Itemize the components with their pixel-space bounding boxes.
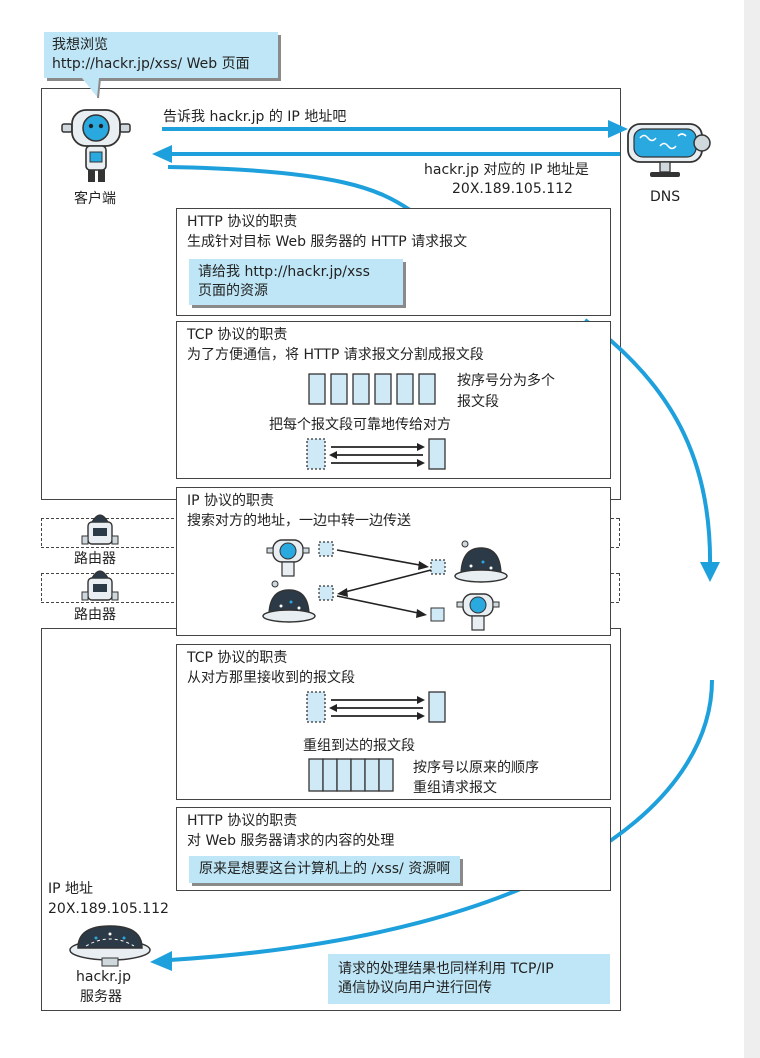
response-note-line1: 请求的处理结果也同样利用 TCP/IP	[338, 961, 554, 977]
ip-server-robot-icon	[456, 593, 500, 631]
dns-reply-line1: hackr.jp 对应的 IP 地址是	[424, 162, 589, 178]
client-label: 客户端	[74, 191, 116, 207]
tcp-send-box: TCP 协议的职责 为了方便通信，将 HTTP 请求报文分割成报文段 按序号分为…	[176, 321, 611, 479]
server-ip-label: IP 地址	[48, 880, 94, 899]
server-name-line1: hackr.jp	[76, 969, 131, 985]
tcp-recv-box: TCP 协议的职责 从对方那里接收到的报文段 重组到达的报文段 按序号以原来的顺…	[176, 644, 611, 800]
ip-routing-illustration	[262, 539, 508, 631]
http-recv-callout: 原来是想要这台计算机上的 /xss/ 资源啊	[189, 856, 461, 883]
dns-ask-text: 告诉我 hackr.jp 的 IP 地址吧	[163, 109, 347, 125]
router-icon-2	[81, 570, 119, 601]
tcp-recv-transfer	[306, 691, 446, 723]
router-label-2: 路由器	[74, 606, 116, 625]
ip-client-robot-icon	[266, 539, 310, 577]
bubble-pointer	[82, 78, 101, 99]
client-robot-icon	[61, 109, 131, 182]
tcp-send-note1-line2: 报文段	[457, 394, 499, 410]
request-bubble: 我想浏览 http://hackr.jp/xss/ Web 页面	[44, 32, 278, 78]
router-icon-1	[81, 514, 119, 545]
http-send-box: HTTP 协议的职责 生成针对目标 Web 服务器的 HTTP 请求报文 请给我…	[176, 208, 611, 316]
response-note: 请求的处理结果也同样利用 TCP/IP 通信协议向用户进行回传	[328, 954, 610, 1004]
http-send-title: HTTP 协议的职责	[187, 214, 298, 230]
router-label-1: 路由器	[74, 550, 116, 569]
ip-desc: 搜索对方的地址，一边中转一边传送	[187, 513, 411, 529]
tcp-recv-note: 重组到达的报文段	[303, 738, 415, 754]
tcp-send-desc: 为了方便通信，将 HTTP 请求报文分割成报文段	[187, 347, 484, 363]
http-recv-callout-text: 原来是想要这台计算机上的 /xss/ 资源啊	[199, 861, 451, 877]
ip-dome-server-icon	[454, 540, 508, 583]
dns-reply-line2: 20X.189.105.112	[452, 181, 573, 197]
ip-dome-client-icon	[262, 580, 316, 623]
dns-label: DNS	[650, 189, 681, 205]
tcp-send-note1-line1: 按序号分为多个	[457, 373, 555, 389]
http-send-callout-line1: 请给我 http://hackr.jp/xss	[198, 264, 370, 280]
segments-row	[308, 373, 436, 405]
http-recv-title: HTTP 协议的职责	[187, 813, 298, 829]
web-server-icon	[69, 925, 151, 967]
tcp-recv-desc: 从对方那里接收到的报文段	[187, 670, 355, 686]
server-name-line2: 服务器	[80, 989, 122, 1005]
dns-arrows	[152, 120, 628, 163]
tcp-recv-note2-line1: 按序号以原来的顺序	[413, 760, 539, 776]
dns-server-icon	[627, 123, 711, 177]
tcp-send-transfer	[306, 438, 446, 470]
request-bubble-line2: http://hackr.jp/xss/ Web 页面	[52, 56, 250, 72]
http-send-callout: 请给我 http://hackr.jp/xss 页面的资源	[189, 259, 403, 305]
tcp-recv-note2-line2: 重组请求报文	[413, 780, 497, 796]
tcp-send-note2: 把每个报文段可靠地传给对方	[269, 417, 451, 433]
http-recv-box: HTTP 协议的职责 对 Web 服务器请求的内容的处理 原来是想要这台计算机上…	[176, 807, 611, 891]
ip-title: IP 协议的职责	[187, 493, 275, 509]
reassembled-segments	[308, 758, 394, 792]
ip-box: IP 协议的职责 搜索对方的地址，一边中转一边传送	[176, 487, 611, 636]
scrollbar[interactable]	[744, 0, 760, 1058]
response-note-line2: 通信协议向用户进行回传	[338, 980, 492, 996]
tcp-recv-title: TCP 协议的职责	[187, 650, 288, 666]
http-send-desc: 生成针对目标 Web 服务器的 HTTP 请求报文	[187, 234, 468, 250]
http-recv-desc: 对 Web 服务器请求的内容的处理	[187, 833, 395, 849]
server-ip-value: 20X.189.105.112	[48, 901, 169, 917]
http-send-callout-line2: 页面的资源	[198, 283, 268, 299]
request-bubble-line1: 我想浏览	[52, 37, 108, 53]
tcp-send-title: TCP 协议的职责	[187, 327, 288, 343]
